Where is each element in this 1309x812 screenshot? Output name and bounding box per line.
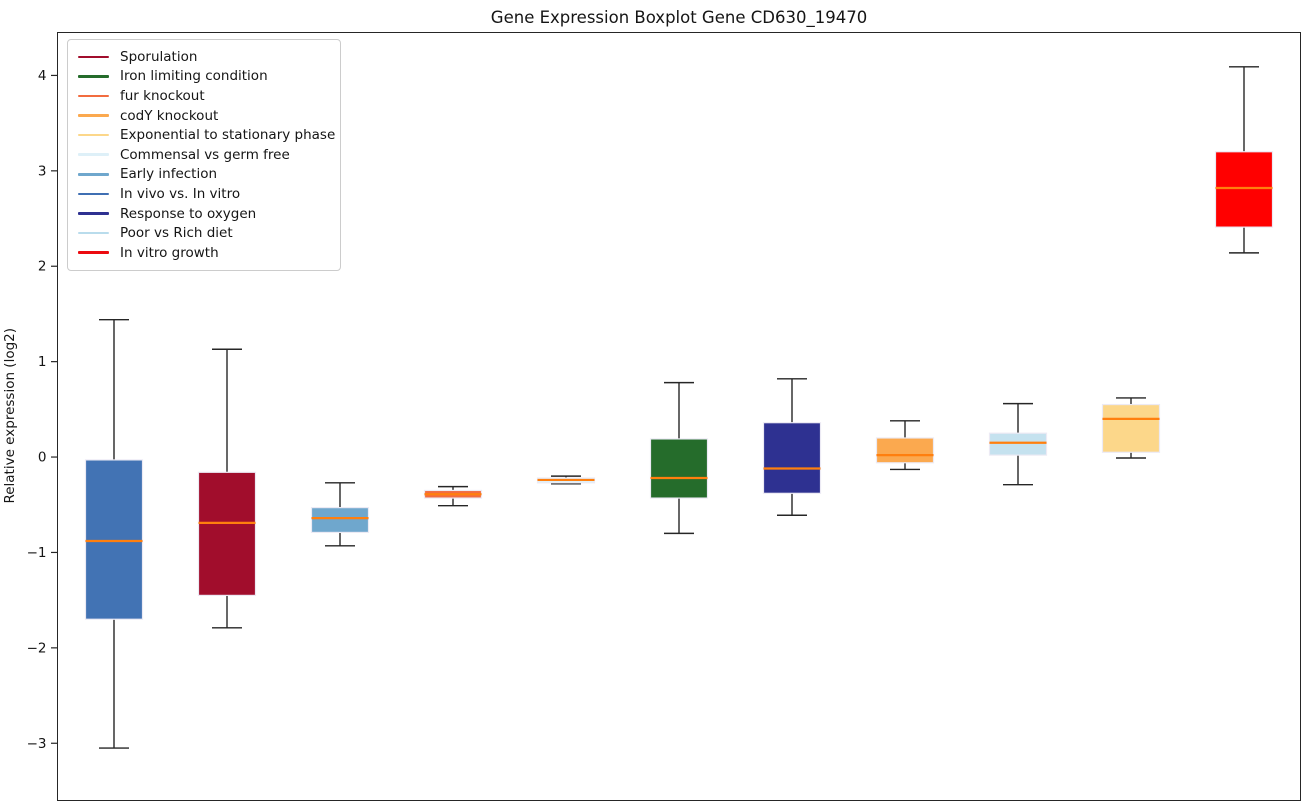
legend-item-cody-knockout: codY knockout — [78, 106, 330, 126]
legend-swatch — [78, 133, 109, 137]
legend-swatch — [78, 192, 109, 196]
box-rect — [84, 459, 144, 620]
legend-item-response-to-oxygen: Response to oxygen — [78, 204, 330, 224]
legend-swatch — [78, 173, 109, 176]
legend-label: codY knockout — [120, 107, 219, 124]
box-rect — [310, 507, 370, 534]
box-rect — [762, 422, 822, 494]
box-sporulation — [197, 348, 257, 629]
legend-item-sporulation: Sporulation — [78, 47, 330, 67]
box-early-infection — [310, 482, 370, 547]
legend-item-in-vivo-vs-in-vitro: In vivo vs. In vitro — [78, 184, 330, 204]
legend-label: In vivo vs. In vitro — [120, 185, 241, 202]
legend-label: Early infection — [120, 166, 218, 183]
box-rect — [875, 437, 935, 464]
legend-swatch — [78, 212, 109, 215]
legend-item-fur-knockout: fur knockout — [78, 86, 330, 106]
box-fur-knockout — [423, 485, 483, 507]
box-cody-knockout — [875, 420, 935, 471]
chart-title: Gene Expression Boxplot Gene CD630_19470 — [490, 8, 868, 27]
legend-swatch — [78, 251, 109, 255]
legend-label: Iron limiting condition — [120, 68, 268, 85]
legend-item-iron-limiting-condition: Iron limiting condition — [78, 67, 330, 87]
y-tick-label: 2 — [38, 259, 47, 275]
legend-swatch — [78, 153, 109, 157]
box-exponential-to-stationary-phase — [1101, 397, 1161, 459]
box-rect — [1214, 151, 1274, 228]
legend-label: Response to oxygen — [120, 205, 257, 222]
legend-item-poor-vs-rich-diet: Poor vs Rich diet — [78, 223, 330, 243]
legend-swatch — [78, 231, 109, 235]
legend-swatch — [78, 75, 109, 78]
plot-border — [57, 32, 1301, 801]
legend-item-commensal-vs-germ-free: Commensal vs germ free — [78, 145, 330, 165]
y-tick-label: −2 — [27, 640, 47, 656]
y-tick-label: 4 — [38, 68, 47, 84]
legend-item-exponential-to-stationary-phase: Exponential to stationary phase — [78, 125, 335, 145]
box-rect — [649, 438, 709, 499]
box-rect — [197, 471, 257, 596]
box-rect — [988, 432, 1048, 456]
legend-label: In vitro growth — [120, 244, 219, 261]
box-response-to-oxygen — [762, 378, 822, 516]
legend-swatch — [78, 55, 109, 59]
box-rect — [1101, 403, 1161, 453]
box-poor-vs-rich-diet — [988, 402, 1048, 486]
box-in-vivo-vs-in-vitro — [84, 318, 144, 749]
legend-item-in-vitro-growth: In vitro growth — [78, 243, 330, 263]
y-tick-label: 1 — [38, 354, 47, 370]
box-in-vitro-growth — [1214, 66, 1274, 254]
y-tick-label: 0 — [38, 450, 47, 466]
box-iron-limiting-condition — [649, 381, 709, 535]
legend-label: Poor vs Rich diet — [120, 225, 233, 242]
y-tick-label: −3 — [27, 736, 47, 752]
legend-label: Exponential to stationary phase — [120, 127, 336, 144]
legend-swatch — [78, 114, 109, 117]
legend-label: fur knockout — [120, 87, 205, 104]
legend-item-early-infection: Early infection — [78, 165, 330, 185]
y-tick-label: 3 — [38, 163, 47, 179]
y-tick-label: −1 — [27, 545, 47, 561]
legend-swatch — [78, 94, 109, 98]
legend-label: Commensal vs germ free — [120, 146, 290, 163]
box-commensal-vs-germ-free — [536, 475, 596, 485]
legend-label: Sporulation — [120, 48, 198, 65]
